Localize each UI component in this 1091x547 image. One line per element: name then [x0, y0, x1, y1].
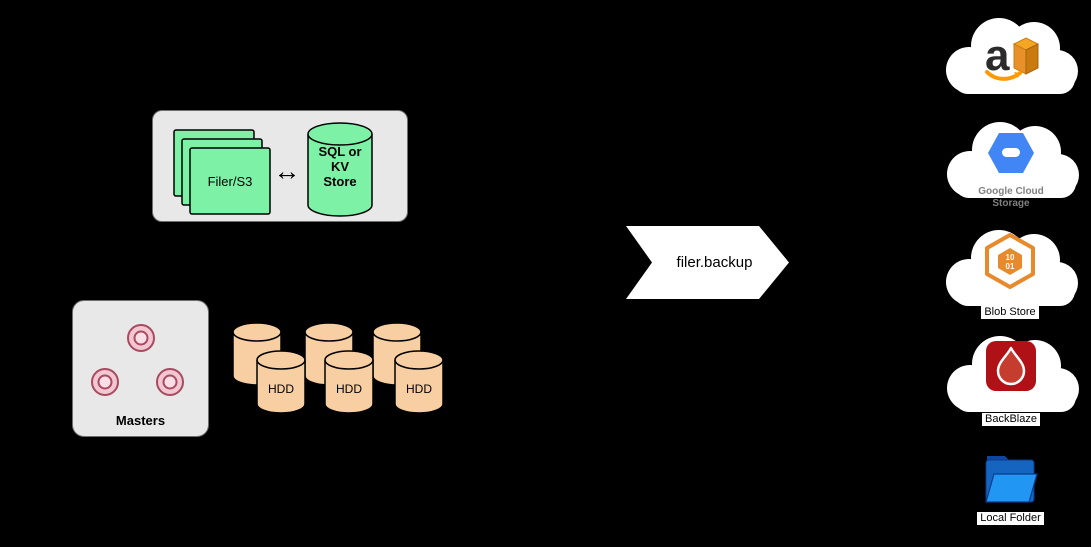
destination-local-folder: Local Folder — [953, 444, 1068, 536]
hdd-label: HDD — [406, 382, 432, 396]
hdd-cylinder: HDD — [256, 350, 306, 414]
local-folder-label: Local Folder — [953, 512, 1068, 526]
cylinder-icon — [324, 350, 374, 414]
destination-amazon-s3: a — [935, 8, 1085, 108]
masters-label: Masters — [115, 413, 166, 428]
backblaze-label: BackBlaze — [936, 413, 1086, 427]
blob-digits-bottom: 01 — [1006, 262, 1015, 271]
folder-icon — [985, 456, 1038, 503]
destination-google-cloud-storage: Google Cloud Storage — [936, 112, 1086, 212]
filer-label: Filer/S3 — [207, 173, 253, 189]
filer-backup-arrow: filer.backup — [625, 225, 790, 300]
hdd-label: HDD — [336, 382, 362, 396]
hdd-label: HDD — [268, 382, 294, 396]
blob-store-label: Blob Store — [935, 306, 1085, 320]
master-nodes-icon — [91, 324, 184, 396]
destination-blob-store: 10 01 Blob Store — [935, 220, 1085, 320]
masters-panel: Masters — [72, 300, 209, 437]
blob-digits-top: 10 — [1006, 253, 1015, 262]
cloud-icon — [946, 18, 1078, 94]
hdd-cylinder: HDD — [324, 350, 374, 414]
cylinder-icon — [256, 350, 306, 414]
hdd-cylinder: HDD — [394, 350, 444, 414]
blob-store-hexagon-icon: 10 01 — [985, 233, 1035, 289]
filer-backup-label: filer.backup — [676, 254, 753, 271]
blob-store-label-text: Blob Store — [981, 306, 1039, 320]
destination-backblaze: BackBlaze — [936, 326, 1086, 427]
chevron-arrow-icon — [626, 226, 789, 299]
backblaze-flame-icon — [986, 341, 1036, 391]
sql-kv-store-label: SQL or KV Store — [318, 144, 362, 189]
sql-kv-store-cylinder-icon — [307, 122, 373, 217]
filer-stack-icon — [173, 129, 271, 215]
cylinder-icon — [394, 350, 444, 414]
amazon-aws-icon: a — [985, 31, 1039, 81]
bidirectional-arrow-icon: ↔ — [273, 155, 301, 186]
google-cloud-storage-label: Google Cloud Storage — [978, 186, 1044, 209]
filer-group-panel: Filer/S3 ↔ SQL or KV Store — [152, 110, 408, 222]
google-cloud-icon — [988, 133, 1034, 173]
backblaze-label-text: BackBlaze — [982, 413, 1040, 427]
local-folder-label-text: Local Folder — [977, 512, 1044, 526]
